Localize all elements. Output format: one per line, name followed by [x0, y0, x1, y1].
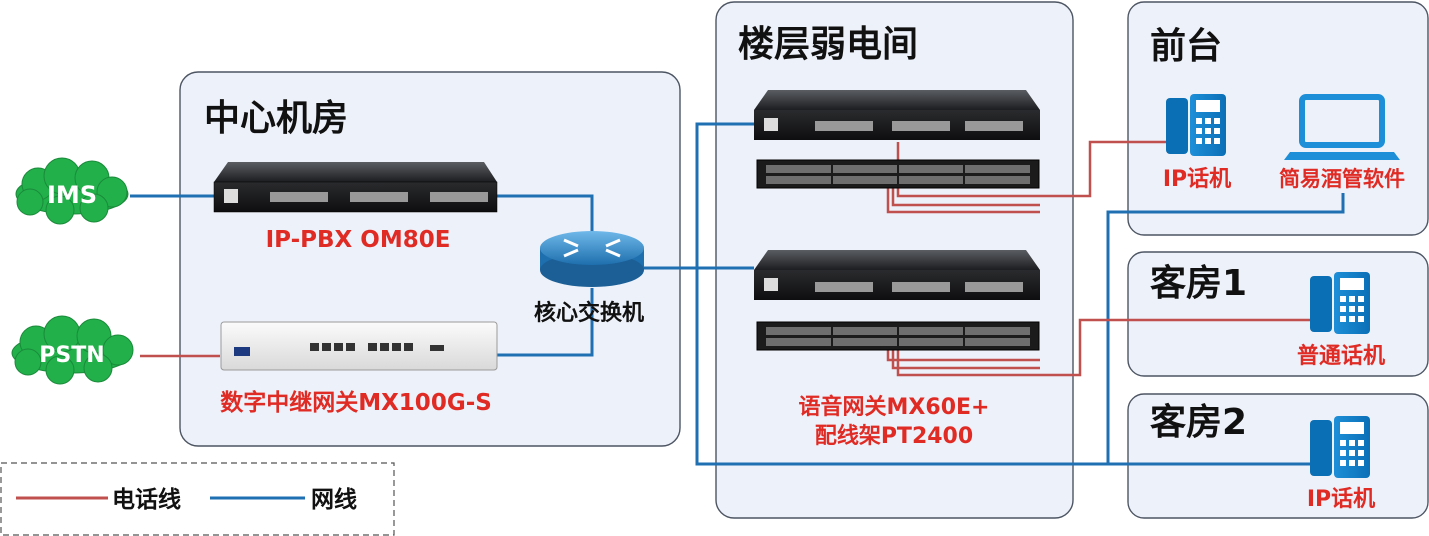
phone-line-bundle-a — [886, 182, 1040, 214]
hotel-software-laptop: 简易酒管软件 — [1279, 94, 1405, 191]
ethernet-ports — [815, 282, 1023, 292]
ethernet-ports — [310, 343, 444, 351]
phone-lines — [140, 140, 1310, 377]
ims-cloud: IMS — [15, 157, 129, 225]
guest-room-1-title: 客房1 — [1150, 263, 1247, 304]
phone-line-room1 — [896, 318, 1310, 377]
voice-gateway-1 — [754, 90, 1040, 140]
trunk-gateway-label: 数字中继网关MX100G-S — [220, 389, 492, 416]
brand-logo-icon — [764, 118, 778, 131]
front-desk-panel: 前台 — [1127, 1, 1429, 236]
net-line-gateway-switch — [497, 288, 594, 357]
floor-room-title: 楼层弱电间 — [738, 24, 918, 65]
core-switch: 核心交换机 — [534, 231, 644, 326]
ethernet-ports — [270, 192, 488, 202]
ethernet-ports — [815, 121, 1023, 131]
router-icon — [540, 231, 644, 287]
brand-logo-icon — [764, 278, 778, 291]
voice-gateway-label-line2: 配线架PT2400 — [815, 423, 973, 449]
hotel-software-label: 简易酒管软件 — [1279, 167, 1405, 191]
phone-icon — [1310, 272, 1370, 334]
guest-room-2-title: 客房2 — [1150, 402, 1247, 443]
net-line-trunk-bottom — [695, 268, 1310, 466]
cloud-icon — [11, 315, 134, 385]
legend: 电话线 网线 — [0, 462, 395, 536]
core-switch-label: 核心交换机 — [534, 300, 644, 326]
net-line-switch-floor-gw1 — [644, 122, 754, 270]
voice-gateway-2 — [754, 250, 1040, 300]
pstn-label: PSTN — [39, 343, 104, 368]
voice-gateway-label-line1: 语音网关MX60E+ — [799, 394, 990, 420]
phone-line-bundle-b — [891, 182, 1040, 207]
trunk-gateway-device: 数字中继网关MX100G-S — [220, 321, 498, 416]
patch-panel-2 — [756, 321, 1040, 351]
pbx-label: IP-PBX OM80E — [266, 227, 451, 253]
legend-network-line-label: 网线 — [311, 486, 357, 513]
ims-label: IMS — [47, 181, 97, 209]
room2-ip-phone: IP话机 — [1307, 416, 1375, 512]
network-lines — [130, 122, 1345, 466]
brand-logo-icon — [224, 189, 238, 203]
net-line-pbx-switch — [497, 194, 594, 232]
room2-phone-label: IP话机 — [1307, 487, 1375, 512]
phone-line-bundle-d — [891, 346, 1040, 370]
guest-room-2-panel: 客房2 — [1127, 393, 1429, 519]
brand-logo-icon — [234, 347, 250, 356]
ip-pbx-device: IP-PBX OM80E — [213, 162, 498, 253]
ip-phone-icon — [1166, 94, 1226, 156]
phone-line-bundle-c — [886, 346, 1040, 362]
center-room-title: 中心机房 — [204, 98, 348, 139]
cloud-icon — [15, 157, 129, 225]
front-desk-ip-phone: IP话机 — [1163, 94, 1231, 192]
net-line-riser — [1106, 193, 1345, 464]
room1-analog-phone: 普通话机 — [1297, 272, 1385, 369]
room1-phone-label: 普通话机 — [1297, 343, 1385, 369]
patch-panel-1 — [756, 159, 1040, 189]
ip-phone-icon — [1310, 416, 1370, 478]
phone-line-front-desk-route — [896, 140, 1166, 198]
front-desk-title: 前台 — [1150, 26, 1222, 67]
front-phone-label: IP话机 — [1163, 167, 1231, 192]
legend-phone-line-label: 电话线 — [112, 486, 181, 513]
pstn-cloud: PSTN — [11, 315, 134, 385]
laptop-icon — [1284, 94, 1400, 160]
